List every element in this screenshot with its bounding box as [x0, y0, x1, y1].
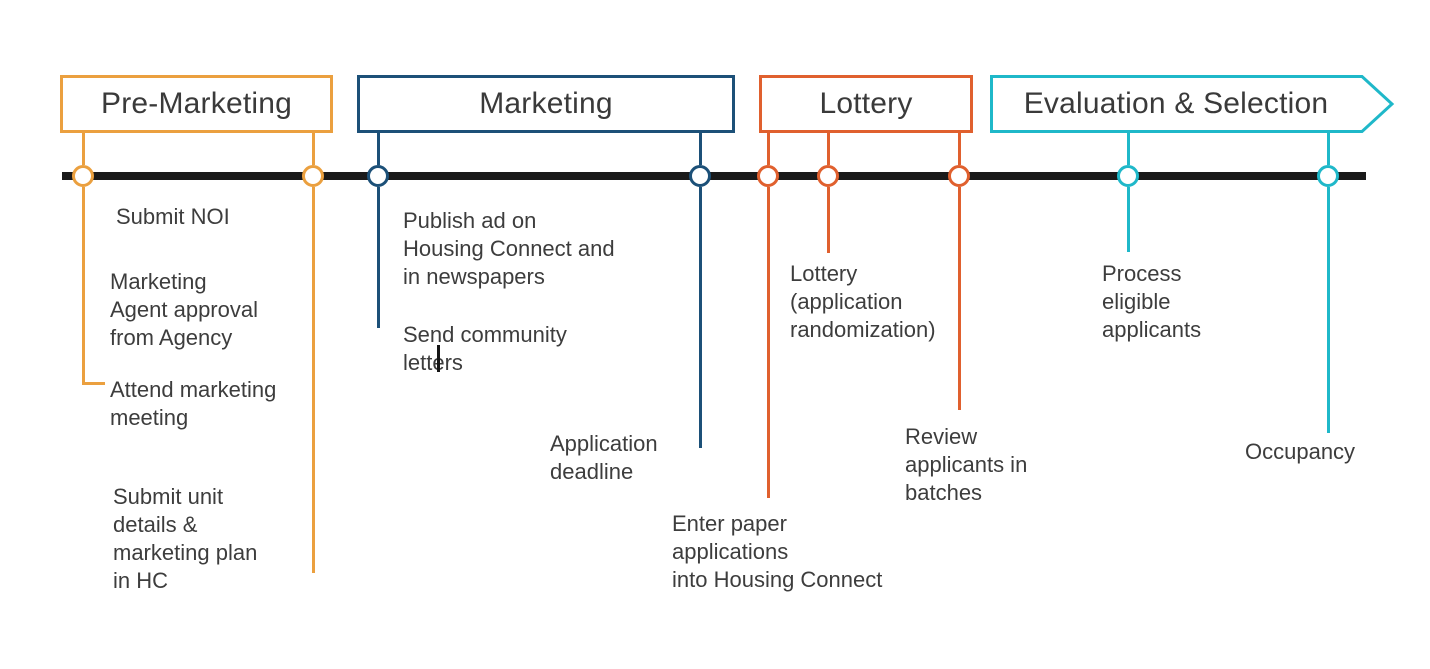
milestone-label: Lottery (application randomization)	[790, 261, 936, 342]
milestone-label: Publish ad on Housing Connect and in new…	[403, 208, 615, 289]
phase-connector-line	[826, 133, 830, 165]
timeline-node	[689, 165, 711, 187]
phase-header-label: Pre-Marketing	[101, 87, 292, 120]
timeline-node	[948, 165, 970, 187]
phase-box-pre-marketing: Pre-Marketing	[60, 75, 333, 133]
milestone-drop-line	[311, 187, 315, 573]
timeline-node	[817, 165, 839, 187]
milestone-drop-line	[1126, 187, 1130, 252]
milestone-label: Review applicants in batches	[905, 424, 1028, 505]
phase-box-evaluation-selection	[990, 75, 1395, 133]
milestone-elbow-line	[81, 382, 105, 385]
timeline-node	[302, 165, 324, 187]
milestone-label: Send community letters	[403, 322, 567, 375]
milestone-drop-line	[766, 187, 770, 498]
phase-connector-line	[311, 133, 315, 165]
timeline-node	[1117, 165, 1139, 187]
phase-box-marketing: Marketing	[357, 75, 735, 133]
timeline-node	[757, 165, 779, 187]
milestone-label: Submit NOI	[116, 204, 230, 229]
milestone-label: Enter paper applications into Housing Co…	[672, 511, 883, 592]
phase-connector-line	[698, 133, 702, 165]
milestone-drop-line	[1326, 187, 1330, 433]
milestone-label: Application deadline	[550, 431, 658, 484]
milestone-label: Marketing Agent approval from Agency	[110, 269, 258, 350]
milestone-drop-line	[376, 187, 380, 328]
milestone-drop-line	[957, 187, 961, 410]
phase-connector-line	[376, 133, 380, 165]
phase-header-label: Lottery	[819, 87, 913, 120]
timeline-node	[367, 165, 389, 187]
phase-connector-line	[81, 133, 85, 165]
milestone-label: Process eligible applicants	[1102, 261, 1202, 342]
phase-connector-line	[957, 133, 961, 165]
timeline-node	[72, 165, 94, 187]
phase-box-lottery: Lottery	[759, 75, 973, 133]
timeline-node	[1317, 165, 1339, 187]
text-cursor-icon	[437, 345, 440, 372]
phase-connector-line	[1326, 133, 1330, 165]
milestone-drop-line	[698, 187, 702, 448]
phase-arrow-outline	[990, 75, 1395, 133]
milestone-label: Attend marketing meeting	[110, 377, 277, 430]
phase-header-label: Marketing	[479, 87, 613, 120]
milestone-label: Submit unit details & marketing plan in …	[113, 484, 258, 593]
phase-connector-line	[766, 133, 770, 165]
milestone-drop-line	[826, 187, 830, 253]
phase-connector-line	[1126, 133, 1130, 165]
timeline-bar	[62, 172, 1366, 180]
milestone-drop-line	[81, 187, 85, 385]
milestone-label: Occupancy	[1245, 439, 1356, 464]
phase-header-label: Evaluation & Selection	[1023, 87, 1329, 120]
